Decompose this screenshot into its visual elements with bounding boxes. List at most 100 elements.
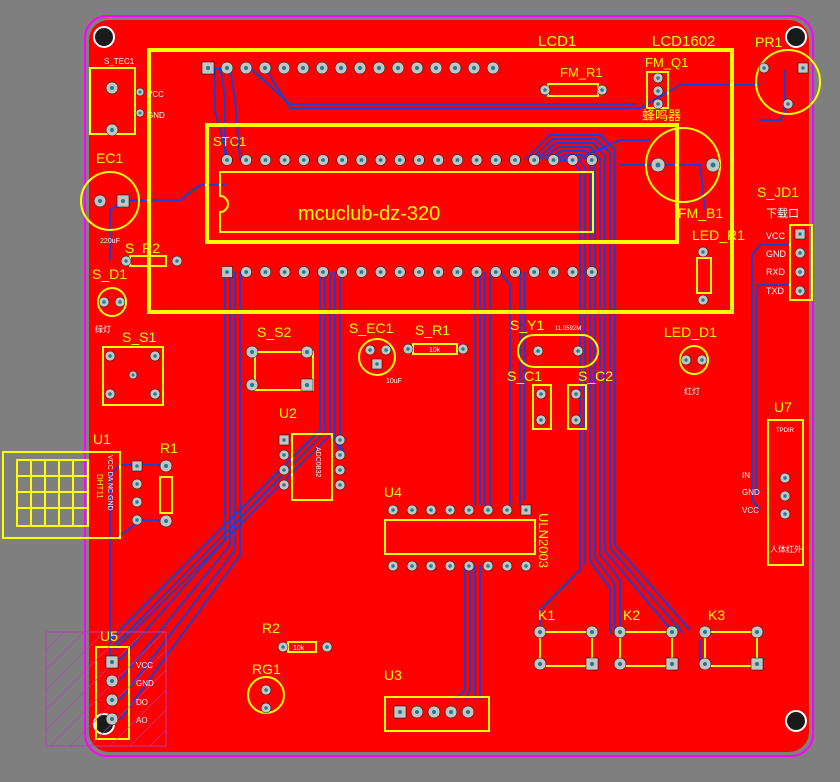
pad-hole — [338, 453, 342, 457]
pad-hole — [120, 198, 126, 204]
pad-hole — [135, 500, 139, 504]
pad-hole — [576, 349, 580, 353]
pad-hole — [574, 418, 578, 422]
pad-hole — [600, 88, 604, 92]
silkscreen-fine — [2, 49, 821, 740]
pad-hole — [754, 661, 760, 667]
pad-hole — [410, 508, 414, 512]
r2-label: R2 — [262, 620, 280, 636]
pad-hole — [359, 158, 364, 162]
pad-hole — [138, 111, 142, 115]
pad-hole — [263, 270, 268, 274]
pad-hole — [357, 65, 363, 71]
u5-hatch — [45, 631, 167, 747]
pad-hole — [109, 85, 115, 91]
silkscreen-outlines — [147, 48, 734, 314]
pad-hole — [304, 349, 310, 355]
pad-hole — [118, 300, 122, 304]
u7-label: U7 — [774, 399, 792, 415]
pad-hole — [282, 468, 286, 472]
u2-part: ADC0832 — [314, 447, 321, 477]
pad-hole — [702, 629, 708, 635]
pad-hole — [455, 158, 460, 162]
u7-top-label: TPDIR — [776, 428, 795, 434]
pad-hole — [109, 716, 115, 722]
led-r1-label: LED_R1 — [692, 227, 745, 243]
dht11-grid — [17, 460, 88, 526]
s-r1-value: 10k — [429, 347, 441, 354]
pad-hole — [617, 661, 623, 667]
tec-vcc-label: VCC — [147, 90, 164, 99]
pad-hole — [163, 463, 169, 469]
mcu-designator: STC1 — [213, 134, 246, 149]
mcu-socket-outline — [219, 171, 594, 233]
pad-hole — [617, 629, 623, 635]
pad-hole — [551, 158, 556, 162]
pad-hole — [417, 270, 421, 274]
pad-hole — [486, 508, 490, 512]
s-c2-label: S_C2 — [578, 368, 613, 384]
pad-hole — [135, 518, 139, 522]
pad-hole — [414, 709, 420, 715]
u2-label: U2 — [279, 405, 297, 421]
r2-value: 10k — [293, 645, 305, 652]
pad-hole — [384, 348, 388, 352]
pad-hole — [436, 270, 441, 274]
pad-hole — [109, 697, 115, 703]
pad-hole — [513, 158, 517, 162]
u4-part: ULN2003 — [536, 513, 551, 568]
pad-hole — [175, 259, 179, 263]
pad-hole — [378, 270, 383, 274]
u7-in-label: IN — [742, 471, 750, 480]
pad-hole — [410, 564, 414, 568]
bottom-traces — [109, 67, 790, 721]
pad-hole — [131, 373, 135, 377]
pad-hole — [414, 65, 420, 71]
u5-label: U5 — [100, 628, 118, 644]
pad-hole — [505, 564, 509, 568]
pad-hole — [537, 661, 543, 667]
pad-hole — [505, 508, 509, 512]
s-c1-label: S_C1 — [507, 368, 542, 384]
pad-hole — [493, 158, 498, 162]
pad-hole — [281, 65, 287, 71]
pad-hole — [656, 89, 660, 93]
u1-part: DHT11 — [95, 474, 104, 499]
pad-hole — [340, 158, 345, 162]
pad-hole — [264, 688, 268, 692]
u7-gnd-label: GND — [742, 488, 760, 497]
pad-hole — [397, 709, 403, 715]
s-r2-label: S_R2 — [125, 240, 160, 256]
s-ec1-label: S_EC1 — [349, 320, 394, 336]
pad-hole — [282, 438, 286, 442]
ec1-value: 220uF — [100, 238, 120, 245]
pad-hole — [109, 127, 115, 133]
pad-hole — [465, 709, 471, 715]
pad-hole — [135, 464, 139, 468]
pad-hole — [710, 162, 716, 168]
pad-hole — [243, 65, 249, 71]
pad-hole — [368, 348, 372, 352]
pad-hole — [109, 678, 115, 684]
pad-hole — [225, 270, 229, 274]
pad-hole — [319, 65, 325, 71]
mcu-outline — [205, 123, 679, 244]
pad-hole — [244, 158, 249, 162]
u7-bottom-label: 人体红外 — [770, 544, 802, 554]
pad-hole — [429, 564, 433, 568]
pad-hole — [135, 482, 139, 486]
pad-hole — [138, 90, 142, 94]
r1-label: R1 — [160, 440, 178, 456]
pad-hole — [448, 709, 454, 715]
s-y1-value: 11.0592M — [555, 326, 581, 332]
pad-hole — [455, 270, 460, 274]
s-ec1-value: 10uF — [386, 378, 402, 385]
pad-hole — [338, 468, 342, 472]
pad-hole — [301, 158, 306, 162]
pad-hole — [249, 349, 255, 355]
pad-hole — [338, 65, 344, 71]
pad-hole — [321, 158, 325, 162]
pad-hole — [282, 158, 287, 162]
pad-hole — [471, 65, 477, 71]
